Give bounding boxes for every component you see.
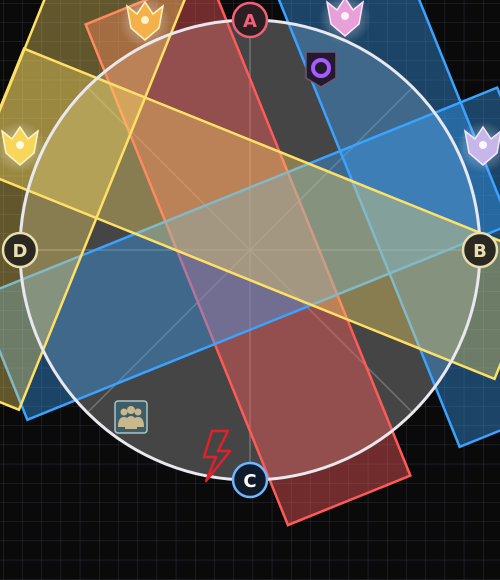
party-marker[interactable] — [114, 400, 148, 434]
blue-line-aoe-left — [0, 85, 500, 422]
waymark-b-icon: B — [473, 241, 487, 262]
lightning-marker[interactable] — [202, 429, 232, 483]
waymark-d-icon: D — [13, 241, 28, 262]
purple-ring-marker[interactable] — [305, 51, 337, 88]
waymark-a-icon: A — [243, 11, 257, 32]
waymark-d[interactable]: D — [1, 231, 39, 269]
waymark-c-icon: C — [243, 471, 256, 492]
yellow-line-aoe-lower — [0, 46, 500, 381]
purple-ring-icon — [311, 58, 331, 78]
waymark-b[interactable]: B — [461, 231, 499, 269]
boss-lilac[interactable] — [457, 121, 500, 173]
boss-orange[interactable] — [119, 0, 171, 48]
aoe-zones — [0, 0, 500, 527]
party-group-icon — [118, 406, 144, 429]
red-line-aoe — [84, 0, 412, 527]
boss-pink[interactable] — [319, 0, 371, 44]
waymark-c[interactable]: C — [231, 461, 269, 499]
boss-yellow[interactable] — [0, 121, 46, 173]
lightning-icon — [202, 429, 232, 483]
waymark-a[interactable]: A — [231, 1, 269, 39]
